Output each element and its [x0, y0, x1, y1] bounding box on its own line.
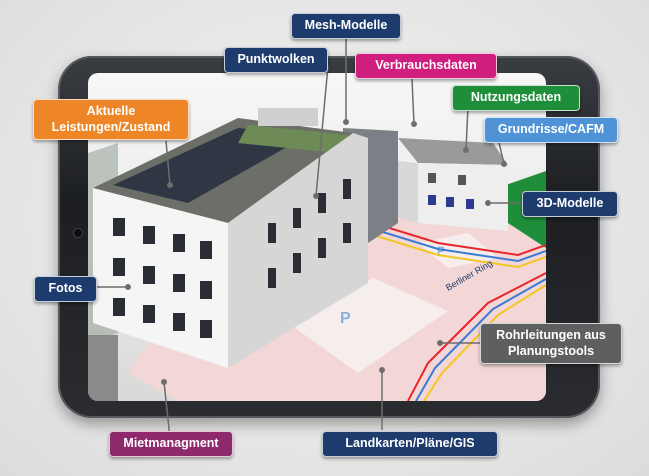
roof-structure — [258, 108, 318, 126]
windows-left — [113, 218, 212, 338]
pipe-red — [372, 222, 546, 257]
label-punktwolken: Punktwolken — [224, 47, 328, 73]
label-verbrauchsdaten: Verbrauchsdaten — [355, 53, 497, 79]
label-3d-modelle: 3D-Modelle — [522, 191, 618, 217]
label-grundrisse-cafm: Grundrisse/CAFM — [484, 117, 618, 143]
label-landkarten: Landkarten/Pläne/GIS — [322, 431, 498, 457]
label-mietmanagment: Mietmanagment — [109, 431, 233, 457]
building-scene: P P Berliner Ring — [88, 108, 546, 401]
label-mesh-modelle: Mesh-Modelle — [291, 13, 401, 39]
label-aktuelle-line2: Leistungen/Zustand — [51, 119, 171, 134]
main-building-facade-right — [228, 133, 368, 368]
window — [428, 195, 436, 205]
parking-letter-2: P — [437, 244, 445, 258]
parking-space — [288, 278, 448, 373]
windows-right — [268, 179, 351, 288]
small-building-side — [398, 161, 418, 223]
tablet-camera-icon — [74, 229, 82, 237]
small-building-roof — [398, 138, 508, 165]
label-nutzungsdaten: Nutzungsdaten — [452, 85, 580, 111]
solar-panels — [113, 128, 308, 203]
pipe-red-2 — [407, 272, 546, 401]
main-building-facade-left — [93, 188, 228, 368]
pipe-blue — [372, 228, 546, 263]
pipe-yellow — [372, 234, 546, 269]
label-rohr-line2: Planungstools — [507, 343, 595, 358]
label-aktuelle-leistungen: Aktuelle Leistungen/Zustand — [33, 99, 189, 141]
pipe-blue-2 — [415, 278, 546, 401]
label-fotos: Fotos — [34, 276, 97, 302]
parking-space-2 — [418, 233, 498, 268]
label-aktuelle-line1: Aktuelle — [86, 104, 136, 118]
parking-letter: P — [340, 310, 351, 327]
window — [446, 197, 454, 207]
foreground-structure — [88, 335, 118, 401]
window — [428, 173, 436, 183]
pipe-yellow-2 — [423, 284, 546, 401]
label-rohrleitungen: Rohrleitungen aus Planungstools — [480, 323, 622, 365]
window — [458, 175, 466, 185]
small-building-front — [418, 163, 508, 231]
label-rohr-line1: Rohrleitungen aus — [496, 328, 606, 342]
window — [466, 199, 474, 209]
